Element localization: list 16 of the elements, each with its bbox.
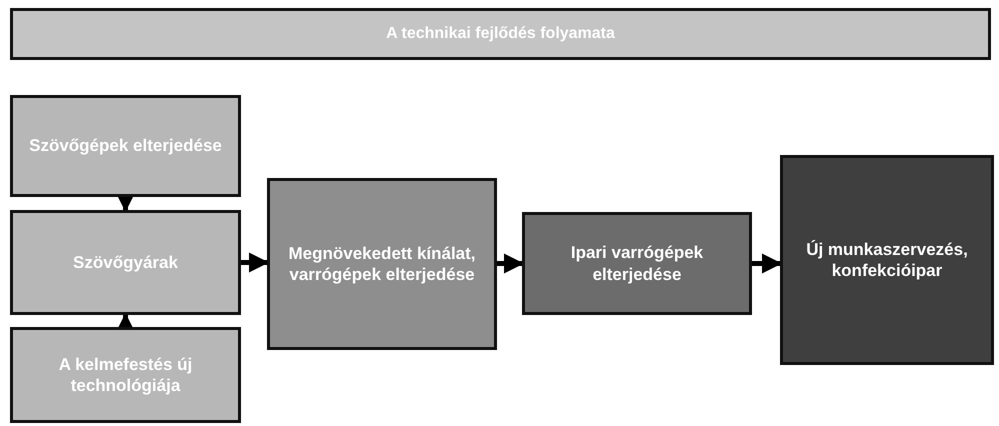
box-label: Új munkaszervezés, konfekcióipar: [805, 238, 969, 282]
arrow: [497, 254, 524, 274]
process-box: [10, 95, 241, 197]
process-box: [522, 212, 752, 315]
box-label: Megnövekedett kínálat, varrógépek elterjedése: [287, 242, 477, 286]
arrow: [752, 254, 782, 274]
process-box: [10, 327, 241, 423]
box-label: A kelmefestés új technológiája: [58, 354, 194, 396]
box-label: Szövőgyárak: [73, 252, 178, 274]
process-box: [10, 210, 241, 315]
box-label: Ipari varrógépek elterjedése: [570, 242, 704, 285]
box-label: Szövőgépek elterjedése: [29, 135, 222, 157]
diagram-title: A technikai fejlődés folyamata: [386, 25, 615, 43]
process-box: [267, 178, 497, 350]
arrow: [241, 252, 269, 272]
process-box: [780, 155, 994, 365]
